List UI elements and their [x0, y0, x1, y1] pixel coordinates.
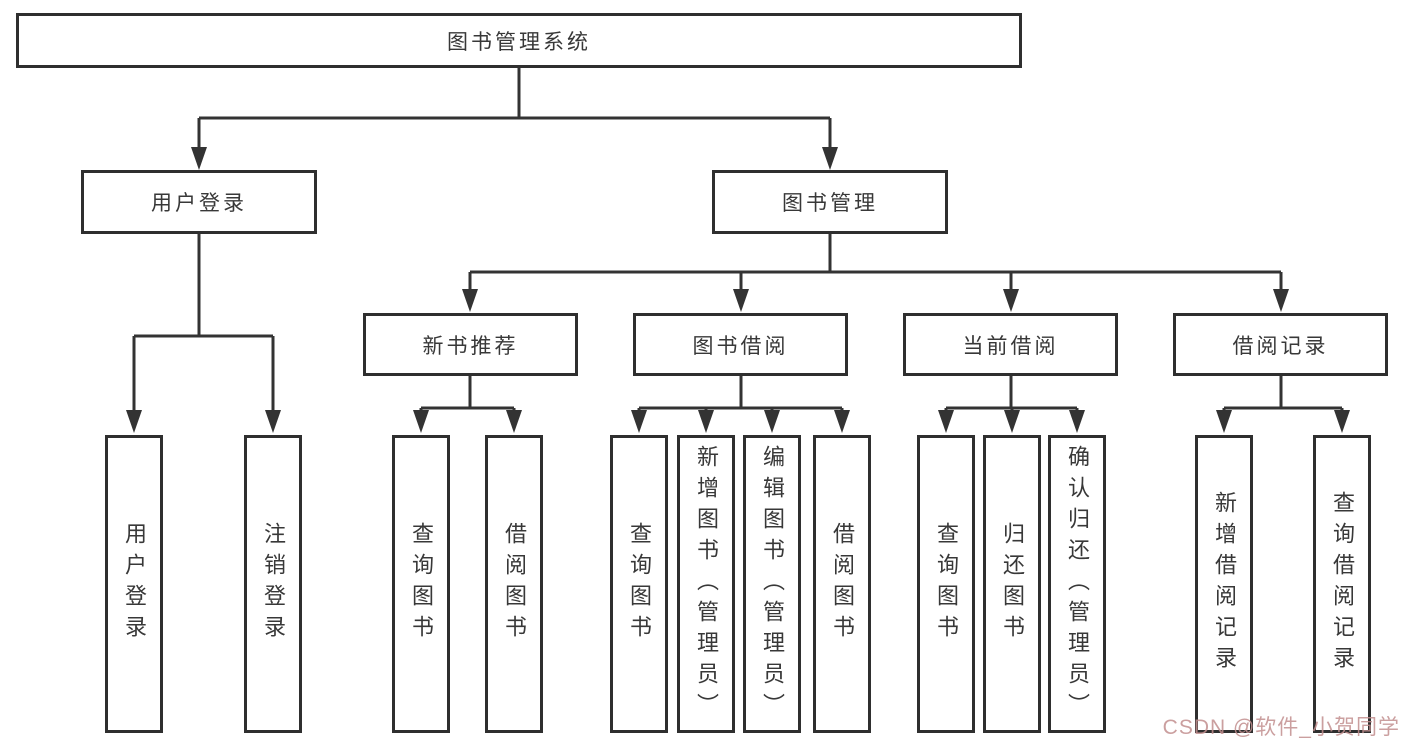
leaf-logout-login: 注销登录	[244, 435, 302, 733]
node-label: 图书管理	[782, 192, 878, 215]
node-book-management: 图书管理	[712, 170, 948, 234]
node-label: 借阅图书	[502, 522, 527, 646]
node-label: 查询图书	[627, 522, 652, 646]
node-current-borrowing: 当前借阅	[903, 313, 1118, 376]
leaf-query-books: 查询图书	[392, 435, 450, 733]
leaf-borrow-books: 借阅图书	[485, 435, 543, 733]
node-label: 注销登录	[261, 522, 286, 646]
node-label: 新增借阅记录	[1212, 491, 1237, 677]
node-book-borrowing: 图书借阅	[633, 313, 848, 376]
node-label: 编辑图书（管理员）	[760, 444, 785, 724]
node-label: 新书推荐	[422, 334, 519, 358]
node-label: 新增图书（管理员）	[694, 444, 719, 724]
leaf-query-books-3: 查询图书	[917, 435, 975, 733]
leaf-add-borrow-record: 新增借阅记录	[1195, 435, 1253, 733]
leaf-return-books: 归还图书	[983, 435, 1041, 733]
node-label: 用户登录	[122, 522, 147, 646]
leaf-user-login: 用户登录	[105, 435, 163, 733]
node-label: 查询图书	[934, 522, 959, 646]
node-label: 用户登录	[151, 192, 247, 215]
node-label: 查询图书	[409, 522, 434, 646]
node-label: 归还图书	[1000, 522, 1025, 646]
node-label: 图书管理系统	[447, 30, 591, 54]
node-label: 图书借阅	[692, 334, 789, 358]
leaf-confirm-return-admin: 确认归还（管理员）	[1048, 435, 1106, 733]
node-label: 借阅图书	[830, 522, 855, 646]
node-root-library-system: 图书管理系统	[16, 13, 1022, 68]
csdn-watermark: CSDN @软件_小贺同学	[1162, 716, 1400, 739]
node-user-login: 用户登录	[81, 170, 317, 234]
node-label: 查询借阅记录	[1330, 491, 1355, 677]
node-label: 借阅记录	[1232, 334, 1329, 358]
node-label: 确认归还（管理员）	[1065, 444, 1090, 724]
leaf-query-books-2: 查询图书	[610, 435, 668, 733]
node-label: 当前借阅	[962, 334, 1059, 358]
leaf-borrow-books-2: 借阅图书	[813, 435, 871, 733]
leaf-add-books-admin: 新增图书（管理员）	[677, 435, 735, 733]
leaf-edit-books-admin: 编辑图书（管理员）	[743, 435, 801, 733]
node-new-book-recommendation: 新书推荐	[363, 313, 578, 376]
leaf-query-borrow-record: 查询借阅记录	[1313, 435, 1371, 733]
node-borrowing-records: 借阅记录	[1173, 313, 1388, 376]
